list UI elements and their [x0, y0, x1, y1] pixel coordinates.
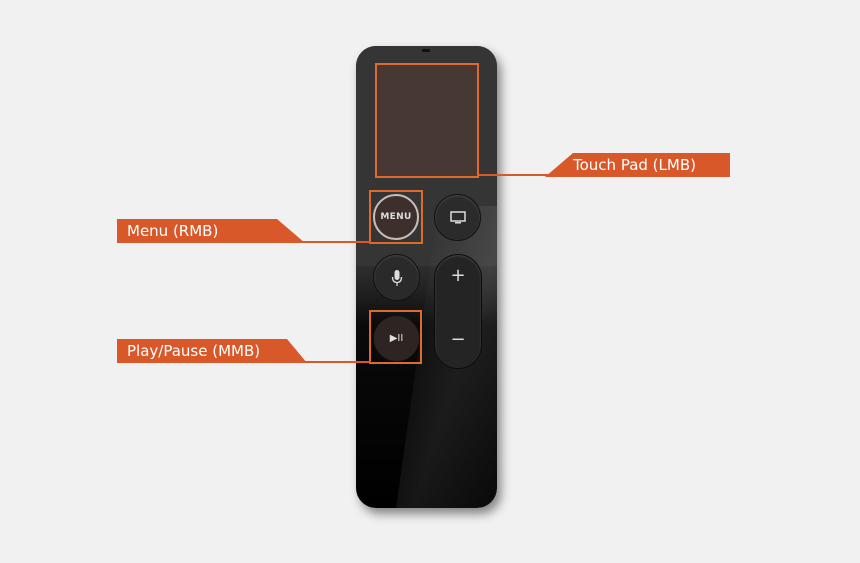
playpause-connector — [303, 361, 371, 363]
play-pause-button[interactable]: ▶II — [373, 315, 420, 362]
volume-up-icon[interactable]: + — [450, 265, 466, 286]
playpause-label: Play/Pause (MMB) — [117, 339, 307, 363]
tv-button[interactable] — [434, 194, 481, 241]
microphone-icon — [391, 269, 402, 286]
tv-icon — [449, 211, 466, 224]
play-pause-icon: ▶II — [389, 333, 404, 344]
touch-pad[interactable] — [375, 63, 479, 178]
play-pause-highlight — [369, 310, 422, 364]
volume-rocker[interactable]: + − — [434, 254, 482, 369]
menu-label: Menu (RMB) — [117, 219, 305, 243]
touchpad-label: Touch Pad (LMB) — [545, 153, 730, 177]
menu-button-label: MENU — [380, 212, 412, 222]
microphone-hole — [422, 49, 430, 52]
volume-down-icon[interactable]: − — [450, 329, 466, 350]
menu-highlight — [369, 190, 423, 244]
menu-button[interactable]: MENU — [373, 194, 419, 240]
siri-button[interactable] — [373, 254, 420, 301]
touchpad-connector — [479, 174, 549, 176]
menu-connector — [300, 241, 371, 243]
